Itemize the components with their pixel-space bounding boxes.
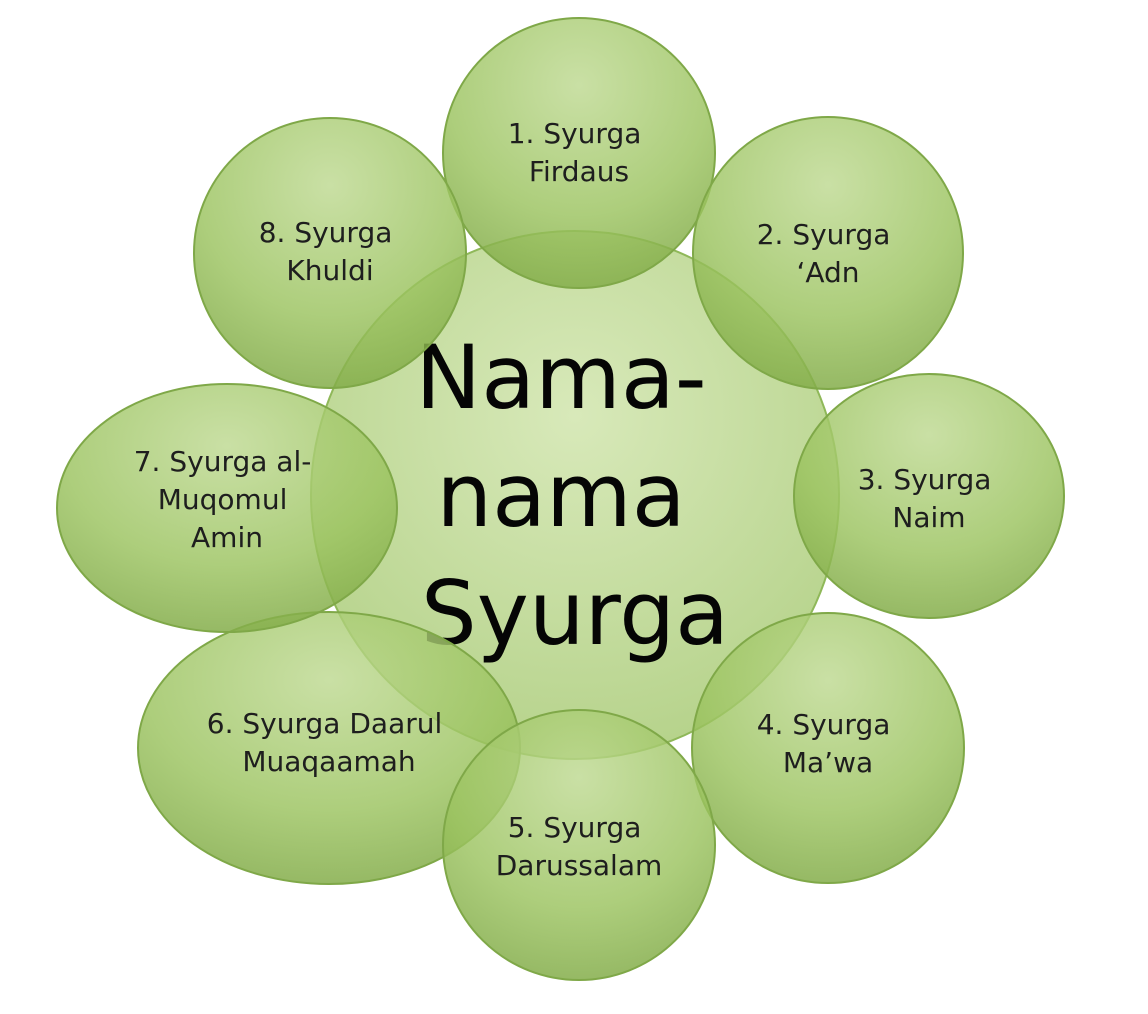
node-mawa: 4. Syurga Ma’wa (691, 612, 965, 884)
node-khuldi: 8. Syurga Khuldi (193, 117, 467, 389)
node-mawa-label: 4. Syurga Ma’wa (757, 708, 900, 779)
node-daarul-muaqaamah: 6. Syurga Daarul Muaqaamah (137, 611, 521, 885)
node-muqomul-amin-circle (56, 383, 398, 633)
node-darussalam-circle (442, 709, 716, 981)
node-muqomul-amin-line-3: Amin (191, 521, 263, 554)
node-firdaus-line-2: Firdaus (529, 155, 629, 188)
node-firdaus-line-1: 1. Syurga (508, 117, 642, 150)
node-darussalam-label: 5. Syurga Darussalam (496, 811, 663, 882)
node-khuldi-circle (193, 117, 467, 389)
node-adn: 2. Syurga ‘Adn (692, 116, 964, 390)
node-naim-circle (793, 373, 1065, 619)
center-title-line-3: Syurga (421, 562, 729, 665)
node-muqomul-amin-line-1: 7. Syurga al- (134, 445, 312, 478)
node-mawa-circle (691, 612, 965, 884)
center-title-line-2: nama (436, 444, 685, 547)
node-adn-circle (692, 116, 964, 390)
node-muqomul-amin-label: 7. Syurga al- Muqomul Amin (134, 445, 321, 554)
node-naim: 3. Syurga Naim (793, 373, 1065, 619)
node-khuldi-line-1: 8. Syurga (259, 216, 393, 249)
node-naim-line-1: 3. Syurga (858, 463, 992, 496)
node-daarul-muaqaamah-label: 6. Syurga Daarul Muaqaamah (207, 707, 451, 778)
node-darussalam: 5. Syurga Darussalam (442, 709, 716, 981)
node-mawa-line-1: 4. Syurga (757, 708, 891, 741)
node-firdaus: 1. Syurga Firdaus (442, 17, 716, 289)
center-title-line-1: Nama- (415, 326, 706, 429)
node-adn-label: 2. Syurga ‘Adn (757, 218, 900, 289)
node-naim-line-2: Naim (892, 501, 965, 534)
center-node: Nama- nama Syurga (310, 230, 840, 760)
node-muqomul-amin-line-2: Muqomul (158, 483, 288, 516)
node-darussalam-line-2: Darussalam (496, 849, 663, 882)
node-adn-line-1: 2. Syurga (757, 218, 891, 251)
node-daarul-muaqaamah-line-2: Muaqaamah (242, 745, 415, 778)
node-naim-label: 3. Syurga Naim (858, 463, 1001, 534)
node-firdaus-circle (442, 17, 716, 289)
node-daarul-muaqaamah-line-1: 6. Syurga Daarul (207, 707, 442, 740)
node-muqomul-amin: 7. Syurga al- Muqomul Amin (56, 383, 398, 633)
node-mawa-line-2: Ma’wa (783, 746, 873, 779)
node-firdaus-label: 1. Syurga Firdaus (508, 117, 651, 188)
node-khuldi-line-2: Khuldi (286, 254, 373, 287)
node-khuldi-label: 8. Syurga Khuldi (259, 216, 402, 287)
node-darussalam-line-1: 5. Syurga (508, 811, 642, 844)
node-adn-line-2: ‘Adn (796, 256, 859, 289)
center-title: Nama- nama Syurga (415, 326, 734, 665)
